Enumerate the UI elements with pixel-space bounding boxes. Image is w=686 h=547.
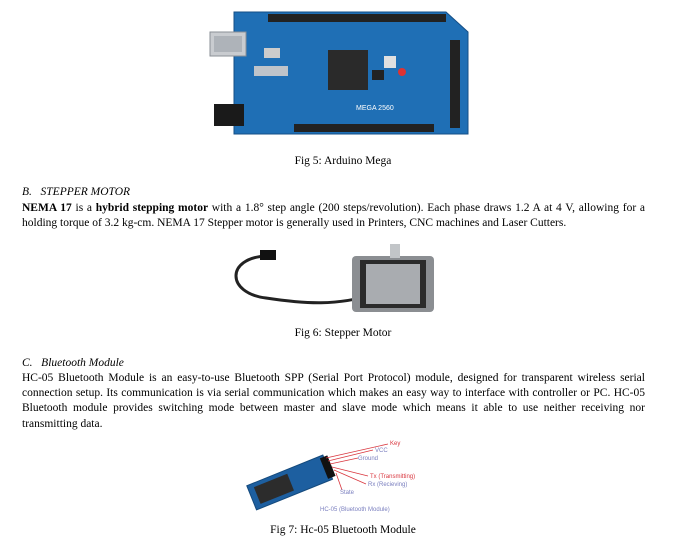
- board-label: MEGA 2560: [356, 105, 394, 112]
- pin-label-key: Key: [390, 441, 400, 447]
- fig5-caption: Fig 5: Arduino Mega: [294, 155, 392, 167]
- hybrid-stepping-term: hybrid stepping motor: [95, 202, 209, 214]
- hc05-image: Key VCC Ground Tx (Transmitting) Rx (Rec…: [238, 436, 418, 516]
- section-b-paragraph: NEMA 17 is a hybrid stepping motor with …: [22, 201, 645, 231]
- pin-label-rx: Rx (Recieving): [368, 482, 407, 488]
- pin-label-vcc: VCC: [375, 448, 388, 454]
- section-b-heading: B. STEPPER MOTOR: [22, 186, 130, 198]
- fig7-caption: Fig 7: Hc-05 Bluetooth Module: [270, 524, 416, 536]
- pin-label-ground: Ground: [358, 456, 378, 462]
- arduino-mega-image: MEGA 2560: [206, 6, 478, 146]
- section-b-number: B.: [22, 186, 32, 198]
- section-b-text-2: with a 1.8° step angle (200 steps/revolu…: [22, 202, 645, 230]
- section-c-heading: C. Bluetooth Module: [22, 357, 124, 369]
- nema17-term: NEMA 17: [22, 202, 72, 214]
- section-c-number: C.: [22, 357, 33, 369]
- stepper-motor-image: [226, 238, 442, 320]
- section-c-title: Bluetooth Module: [41, 357, 124, 369]
- fig6-caption: Fig 6: Stepper Motor: [294, 327, 392, 339]
- section-b-text-1: is a: [71, 202, 96, 214]
- pin-label-state: State: [340, 490, 355, 496]
- section-b-title: STEPPER MOTOR: [40, 186, 131, 198]
- pin-label-tx: Tx (Transmitting): [370, 474, 415, 480]
- module-label: HC-05 (Bluetooth Module): [320, 507, 390, 513]
- section-c-paragraph: HC-05 Bluetooth Module is an easy-to-use…: [22, 372, 645, 430]
